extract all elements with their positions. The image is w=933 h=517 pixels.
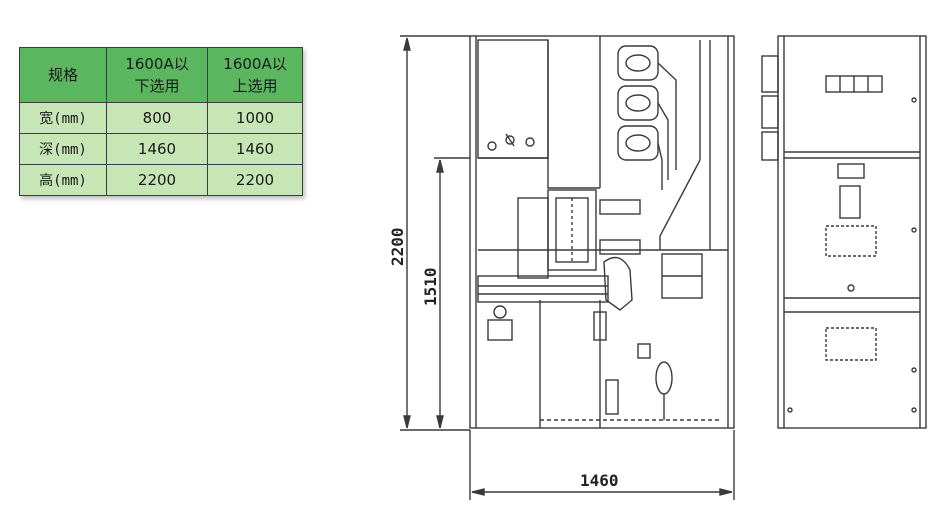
current-transformer — [593, 253, 703, 420]
dimension-height-total — [400, 35, 470, 431]
side-view-cabinet — [469, 35, 735, 429]
table-cell: 800 — [106, 102, 208, 134]
header-above-1600a: 1600A以上选用 — [207, 47, 303, 103]
row-label: 高(mm) — [19, 164, 107, 196]
header-below-1600a-label: 1600A以下选用 — [125, 55, 189, 95]
table-row-height: 高(mm) 2200 2200 — [19, 164, 303, 196]
table-cell: 2200 — [207, 164, 303, 196]
row-label: 深(mm) — [19, 133, 107, 165]
table-cell: 2200 — [106, 164, 208, 196]
table-cell: 1460 — [207, 133, 303, 165]
dimension-height-partial — [434, 157, 470, 429]
dimension-depth — [469, 430, 735, 500]
busbar-insulators — [617, 45, 677, 190]
spec-table: 规格 1600A以下选用 1600A以上选用 宽(mm) 800 1000 深(… — [19, 47, 303, 196]
table-row-width: 宽(mm) 800 1000 — [19, 102, 303, 134]
dimension-height-total-label: 2200 — [388, 227, 407, 266]
header-below-1600a: 1600A以下选用 — [106, 47, 208, 103]
row-label: 宽(mm) — [19, 102, 107, 134]
header-spec-label: 规格 — [47, 66, 78, 84]
table-row-depth: 深(mm) 1460 1460 — [19, 133, 303, 165]
dimension-height-partial-label: 1510 — [421, 267, 440, 306]
header-spec: 规格 — [19, 47, 107, 103]
table-cell: 1460 — [106, 133, 208, 165]
header-above-1600a-label: 1600A以上选用 — [223, 55, 287, 95]
switchgear-drawing: 2200 1510 1460 — [388, 35, 927, 500]
front-view-cabinet — [761, 35, 927, 429]
spec-table-header-row: 规格 1600A以下选用 1600A以上选用 — [19, 47, 303, 103]
circuit-breaker — [477, 189, 641, 341]
table-cell: 1000 — [207, 102, 303, 134]
dimension-depth-label: 1460 — [580, 471, 619, 490]
